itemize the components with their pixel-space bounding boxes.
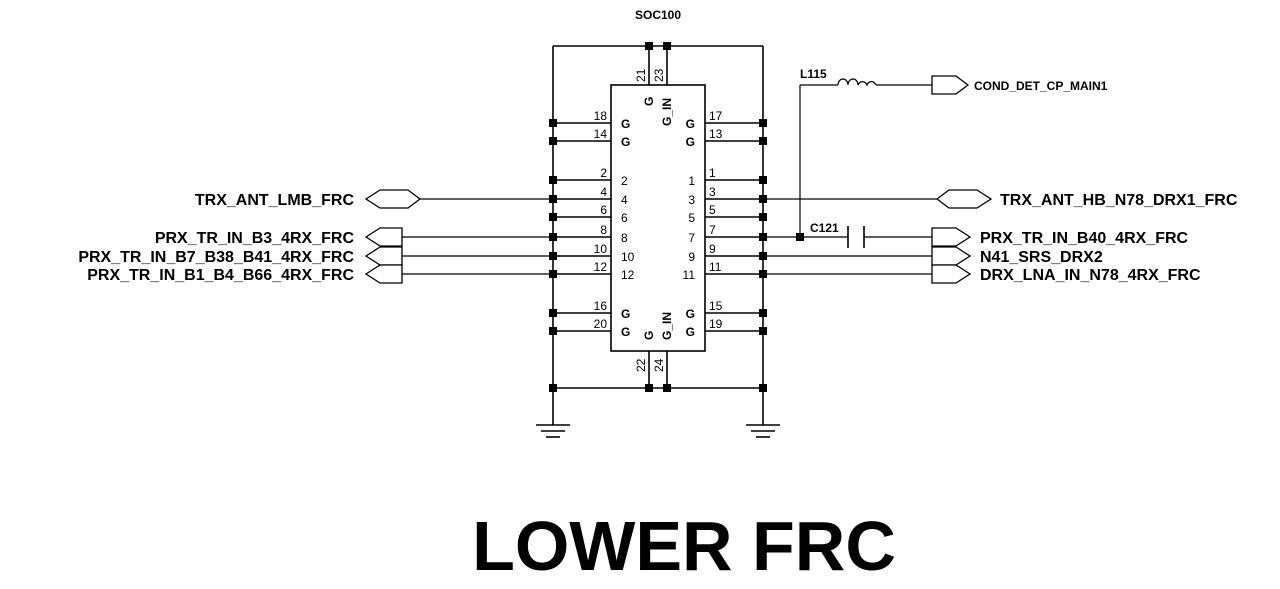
bidir-port-trx-ant-lmb [364,189,422,209]
net-label-prx-b3: PRX_TR_IN_B3_4RX_FRC [155,230,355,247]
pin-func-gin-bottom: G_IN [660,312,674,340]
right-pin-label: 7 [688,231,695,245]
left-pin-number: 16 [594,299,608,313]
junction-dot [645,42,653,50]
component-refdes: SOC100 [635,8,681,22]
net-label-prx-b40: PRX_TR_IN_B40_4RX_FRC [980,230,1189,247]
port-prx-b3 [364,227,403,247]
net-label-prx-b7: PRX_TR_IN_B7_B38_B41_4RX_FRC [78,249,354,266]
right-pin-label: 5 [688,211,695,225]
inductor-l115 [837,78,877,87]
junction-dot [549,119,557,127]
port-drx-lna [931,264,972,284]
right-pin-number: 17 [709,109,723,123]
pin-number-24: 24 [652,358,666,372]
ground-symbol-left [536,415,570,438]
left-pin-number: 12 [594,260,608,274]
right-pin-label: G [686,325,695,339]
left-pin-number: 18 [594,109,608,123]
right-pin-label: G [686,135,695,149]
right-pin-number: 11 [709,260,722,274]
left-pin-label: G [621,117,630,131]
net-label-trx-ant-hb: TRX_ANT_HB_N78_DRX1_FRC [1000,192,1238,209]
junction-dot [759,309,767,317]
port-prx-b1 [364,264,403,284]
left-pin-number: 8 [600,223,607,237]
left-pin-label: 2 [621,174,628,188]
pin-func-gin-top: G_IN [660,98,674,126]
junction-dot [549,384,557,392]
capacitor-refdes: C121 [810,221,839,235]
left-pin-label: 12 [621,268,635,282]
junction-dot [759,176,767,184]
right-pin-number: 5 [709,203,716,217]
ground-symbol-right [746,415,780,438]
right-pin-number: 7 [709,223,716,237]
left-pin-number: 20 [594,317,608,331]
left-pin-number: 4 [600,185,607,199]
right-pin-label: 9 [688,250,695,264]
left-signal-wires [402,198,553,275]
left-pin-label: G [621,307,630,321]
right-pin-number: 1 [709,166,716,180]
junction-dot [759,119,767,127]
right-pin-number: 3 [709,185,716,199]
right-pin-label: G [686,117,695,131]
capacitor-c121 [847,226,865,248]
left-pin-number: 2 [600,166,607,180]
left-pin-number: 6 [600,203,607,217]
right-pin-label: 3 [688,193,695,207]
junction-dot [549,176,557,184]
net-label-cond-det: COND_DET_CP_MAIN1 [974,79,1108,93]
pin-func-g-bottom: G [642,331,656,340]
right-pin-number: 9 [709,242,716,256]
net-label-trx-ant-lmb: TRX_ANT_LMB_FRC [195,192,355,209]
junction-dot [759,213,767,221]
net-label-prx-b1: PRX_TR_IN_B1_B4_B66_4RX_FRC [87,267,354,284]
left-pin-label: 8 [621,231,628,245]
component-body [610,84,706,352]
right-pin-label: 1 [688,174,695,188]
net-label-n41-srs: N41_SRS_DRX2 [980,249,1103,266]
left-pin-number: 14 [594,127,608,141]
right-pin-label: 11 [683,268,696,282]
junction-dot [759,327,767,335]
pin-number-22: 22 [634,358,648,372]
left-pin-label: 4 [621,193,628,207]
left-pin-label: G [621,325,630,339]
junction-dot [549,327,557,335]
right-pin-number: 13 [709,127,723,141]
left-pin-number: 10 [594,242,608,256]
left-pin-label: 6 [621,211,628,225]
bidir-port-trx-ant-hb [935,189,993,209]
pin-number-23: 23 [652,68,666,82]
junction-dot [549,137,557,145]
junction-dot [549,213,557,221]
pin-number-21: 21 [634,68,648,82]
right-pin-number: 15 [709,299,723,313]
net-label-drx-lna: DRX_LNA_IN_N78_4RX_FRC [980,267,1201,284]
junction-dot [759,384,767,392]
junction-dot [663,384,671,392]
junction-dot [759,137,767,145]
inductor-refdes: L115 [800,67,827,81]
diagram-title: LOWER FRC [472,507,896,585]
port-cond-det [931,75,970,95]
port-n41-srs [931,246,972,266]
port-prx-b40 [931,227,972,247]
left-pin-label: 10 [621,250,635,264]
junction-dot [663,42,671,50]
right-pin-label: G [686,307,695,321]
port-prx-b7 [364,246,403,266]
left-pin-label: G [621,135,630,149]
junction-dot [549,309,557,317]
junction-dot [645,384,653,392]
right-pin-number: 19 [709,317,723,331]
ground-rails [552,45,764,415]
right-signal-wires [763,84,937,275]
pin-func-g-top: G [642,97,656,106]
